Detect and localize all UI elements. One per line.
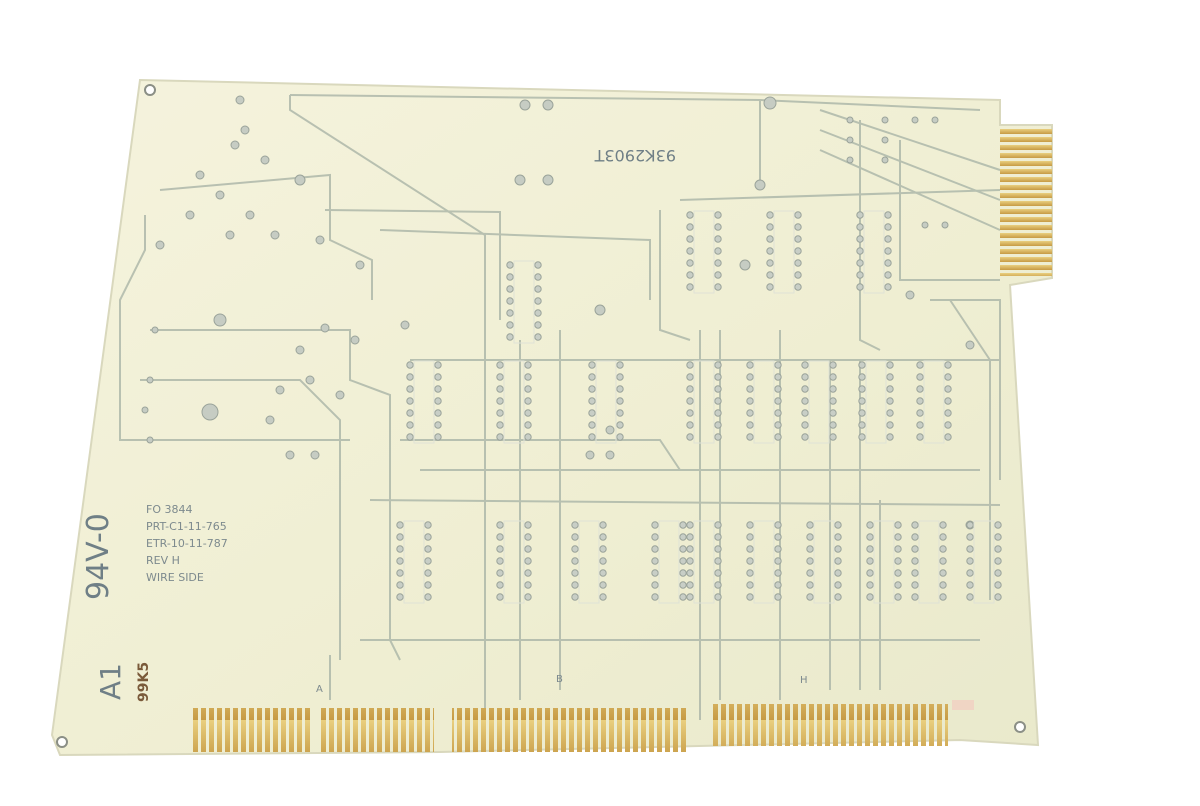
- connector-markers: A B H: [316, 674, 808, 695]
- svg-text:A: A: [316, 684, 323, 695]
- edge-connector-right: [1000, 128, 1052, 276]
- part-label: 93K2903T: [594, 146, 676, 165]
- svg-text:PRT-C1-11-765: PRT-C1-11-765: [146, 520, 227, 533]
- board-notes: FO 3844 PRT-C1-11-765 ETR-10-11-787 REV …: [146, 503, 228, 584]
- svg-text:ETR-10-11-787: ETR-10-11-787: [146, 537, 228, 550]
- traces: [119, 94, 1001, 740]
- svg-text:REV H: REV H: [146, 554, 180, 567]
- pcb-board: [50, 78, 1053, 757]
- edge-connector-bottom: [192, 704, 948, 752]
- svg-text:B: B: [556, 674, 563, 685]
- component-pads-left: [141, 95, 975, 530]
- marking-a: A1: [94, 663, 127, 700]
- via-cluster: [846, 116, 939, 164]
- svg-text:H: H: [800, 675, 808, 686]
- svg-text:WIRE SIDE: WIRE SIDE: [146, 571, 204, 584]
- rating-label: 94V-0: [81, 513, 116, 600]
- svg-text:FO 3844: FO 3844: [146, 503, 192, 516]
- marking-b: 99K5: [136, 662, 152, 702]
